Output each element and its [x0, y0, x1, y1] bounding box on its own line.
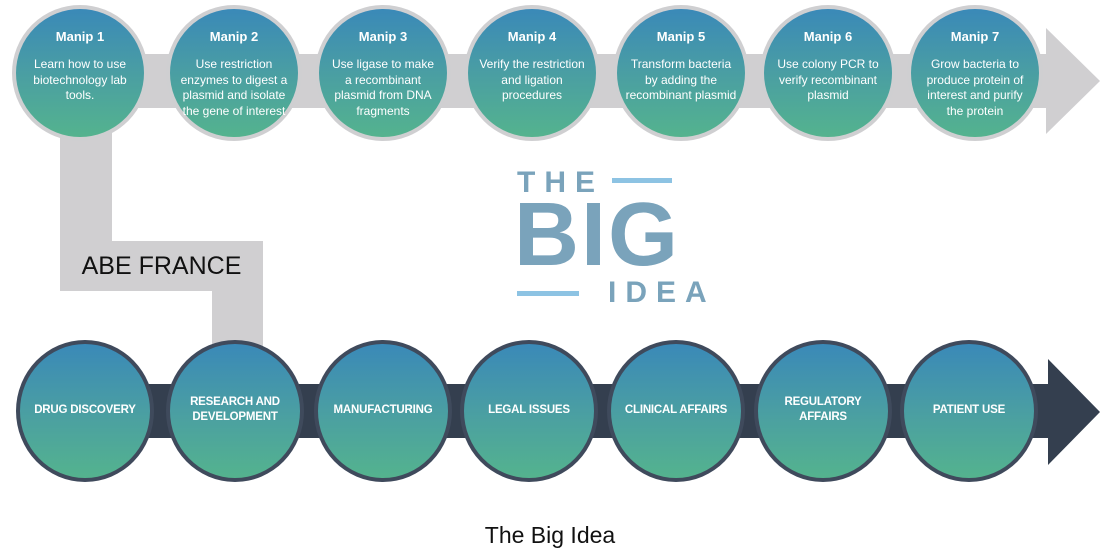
stage-label: PATIENT USE	[932, 403, 1006, 416]
logo-idea: IDEA	[608, 276, 716, 309]
step-description: Transform bacteria by adding the recombi…	[625, 57, 737, 102]
step-title: Manip 1	[55, 29, 105, 44]
manip-step: Manip 3 Use ligase to make a recombinant…	[315, 5, 451, 141]
pipeline-stage: LEGAL ISSUES	[460, 340, 598, 482]
step-description: Use restriction enzymes to digest a plas…	[180, 57, 288, 118]
step-title: Manip 3	[358, 29, 408, 44]
stage-label: REGULATORY AFFAIRS	[784, 396, 862, 423]
step-description: Use ligase to make a recombinant plasmid…	[331, 57, 435, 118]
connector-vertical-lower	[212, 241, 263, 351]
connector-label: ABE FRANCE	[81, 252, 242, 280]
manip-step: Manip 7 Grow bacteria to produce protein…	[907, 5, 1043, 141]
pipeline-stage: RESEARCH AND DEVELOPMENT	[166, 340, 304, 482]
step-description: Grow bacteria to produce protein of inte…	[926, 57, 1024, 118]
manip-step: Manip 5 Transform bacteria by adding the…	[613, 5, 749, 141]
step-title: Manip 5	[656, 29, 706, 44]
logo-big: BIG	[514, 185, 681, 285]
stage-label: LEGAL ISSUES	[488, 403, 570, 416]
pipeline-stage: CLINICAL AFFAIRS	[607, 340, 745, 482]
stage-label: MANUFACTURING	[333, 403, 433, 416]
pipeline-stage: MANUFACTURING	[314, 340, 452, 482]
logo-the: THE	[517, 166, 604, 199]
step-title: Manip 7	[950, 29, 1000, 44]
bottom-arrow-head-icon	[1048, 359, 1100, 465]
big-idea-logo: THE BIG IDEA	[512, 164, 707, 314]
top-arrow-head-icon	[1046, 28, 1100, 134]
pipeline-stage: DRUG DISCOVERY	[16, 340, 154, 482]
figure-caption: The Big Idea	[484, 522, 616, 548]
step-description: Learn how to use biotechnology lab tools…	[33, 57, 127, 102]
manip-step: Manip 2 Use restriction enzymes to diges…	[166, 5, 302, 141]
manip-step: Manip 4 Verify the restriction and ligat…	[464, 5, 600, 141]
stage-label: RESEARCH AND DEVELOPMENT	[190, 396, 280, 423]
step-title: Manip 2	[209, 29, 259, 44]
stage-label: CLINICAL AFFAIRS	[624, 403, 728, 416]
pipeline-stage: REGULATORY AFFAIRS	[754, 340, 892, 482]
stage-label: DRUG DISCOVERY	[34, 403, 136, 416]
manip-step: Manip 6 Use colony PCR to verify recombi…	[760, 5, 896, 141]
logo-accent-bar	[612, 178, 672, 183]
step-title: Manip 6	[803, 29, 853, 44]
pipeline-stage: PATIENT USE	[900, 340, 1038, 482]
logo-accent-bar	[517, 291, 579, 296]
step-title: Manip 4	[507, 29, 557, 44]
step-description: Verify the restriction and ligation proc…	[479, 57, 585, 102]
manip-step: Manip 1 Learn how to use biotechnology l…	[12, 5, 148, 141]
step-description: Use colony PCR to verify recombinant pla…	[777, 57, 879, 102]
